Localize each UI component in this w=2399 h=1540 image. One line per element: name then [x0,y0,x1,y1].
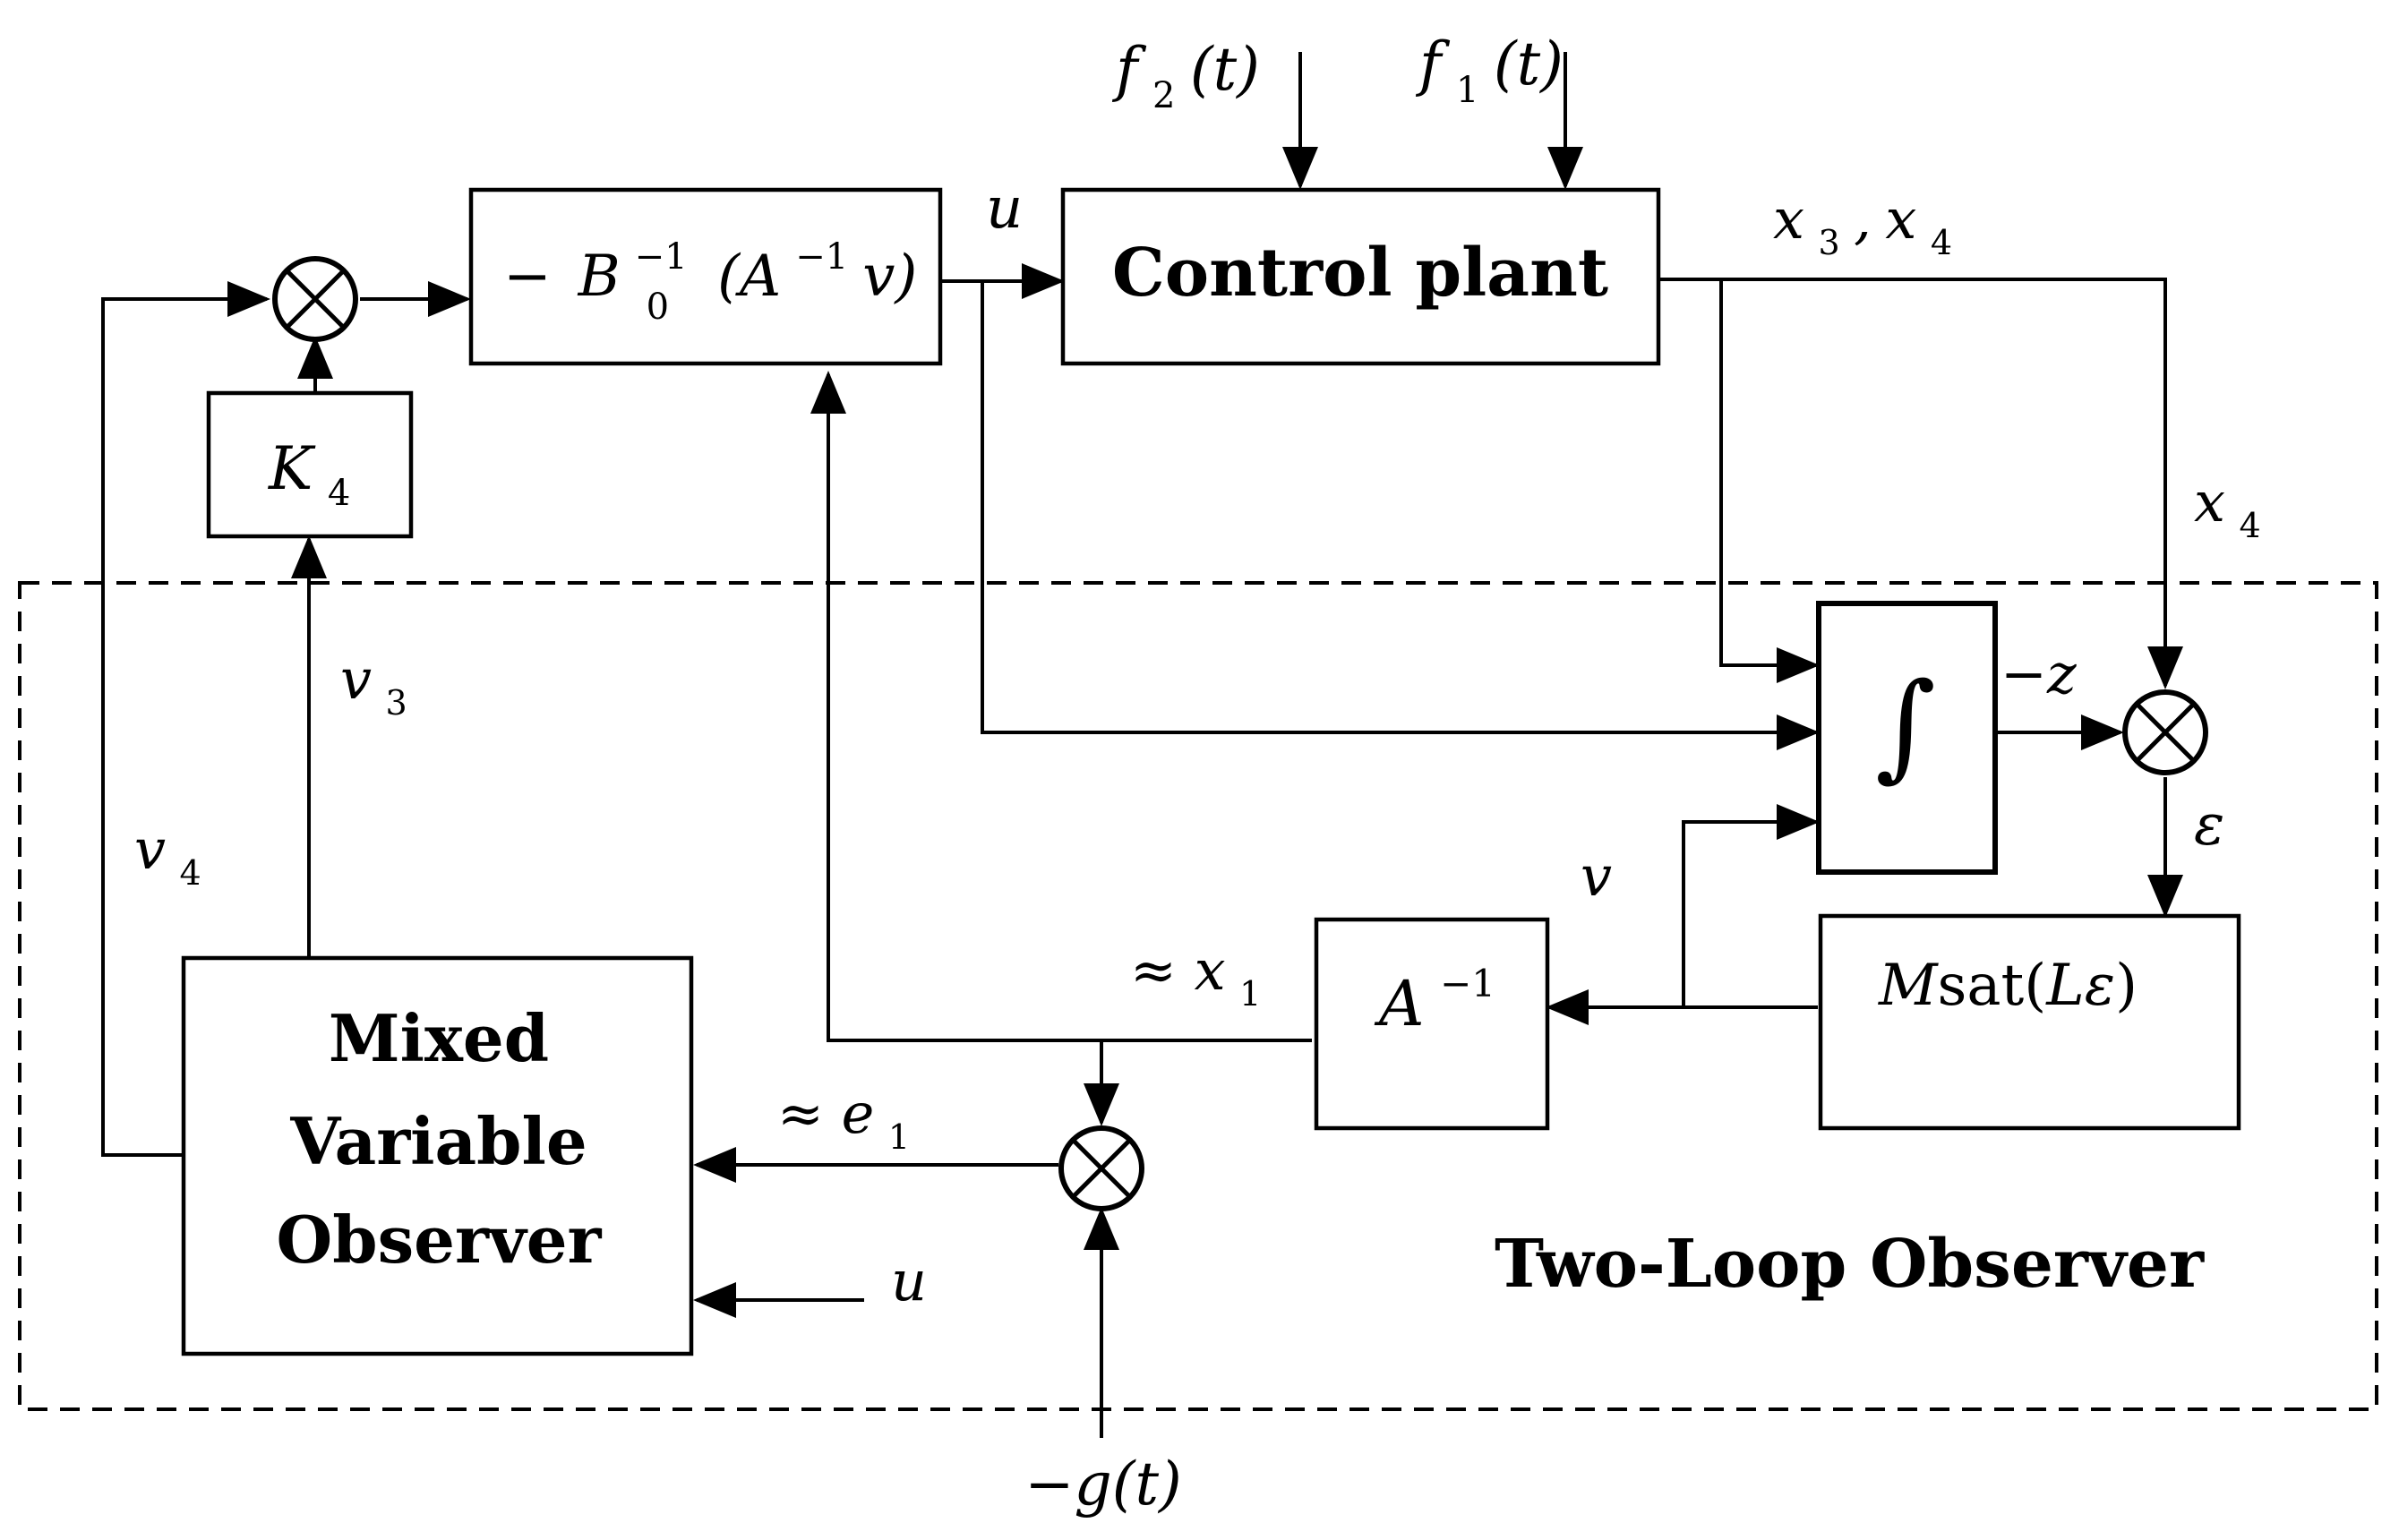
two-loop-observer-label: Two-Loop Observer [1495,1226,2205,1303]
summing-junction-top [272,256,358,342]
approx-x1-label: ≈ x 1 [1130,937,1261,1014]
control-plant-block [1060,187,1661,366]
wire-u-to-integrator [981,281,1820,750]
two-loop-observer-group [18,581,2378,1411]
b0-inverse-label: − B −1 0 (A −1 v) [503,218,917,331]
observer-label-line2: Variable [289,1103,587,1179]
mixed-variable-observer-block [181,955,694,1356]
wire-v4 [101,281,270,1157]
wire-approx-x1 [810,371,1312,1042]
b0-inverse-block [468,187,943,366]
msat-block [1818,913,2241,1131]
a-inverse-block [1314,917,1550,1131]
wire-v-to-integrator [1682,804,1820,1007]
k4-label: K 4 [268,434,350,514]
v-label: v [1581,843,1612,909]
minus-z-label: −z [2001,641,2077,706]
approx-e1-label: ≈ e 1 [777,1081,910,1157]
wire-x3x4-to-integrator [1719,279,1820,683]
v4-label: v 4 [134,817,201,893]
f2-label: f 2 (t) [1111,35,1260,121]
x4-label: x 4 [2194,469,2261,545]
observer-label-line1: Mixed [329,1000,549,1076]
a-inverse-label: A −1 [1374,962,1495,1040]
minus-g-label: −g(t) [1024,1450,1182,1519]
k4-block [206,390,414,539]
integrator-label: ∫ [1875,657,1936,793]
v3-label: v 3 [340,646,407,723]
u-bottom-label: u [891,1248,927,1313]
msat-label: Msat(Lε) [1878,953,2138,1019]
f1-label: f 1 (t) [1415,30,1564,116]
control-plant-label: Control plant [1112,235,1608,312]
summing-junction-error [2122,689,2208,775]
u-top-label: u [986,175,1023,242]
x3-x4-label: x 3 , x 4 [1773,186,1952,267]
epsilon-label: ε [2194,792,2224,859]
integrator-block [1816,601,1998,875]
wire-x4 [1658,278,2183,689]
observer-label-line3: Observer [277,1202,603,1278]
summing-junction-bottom [1058,1125,1144,1211]
